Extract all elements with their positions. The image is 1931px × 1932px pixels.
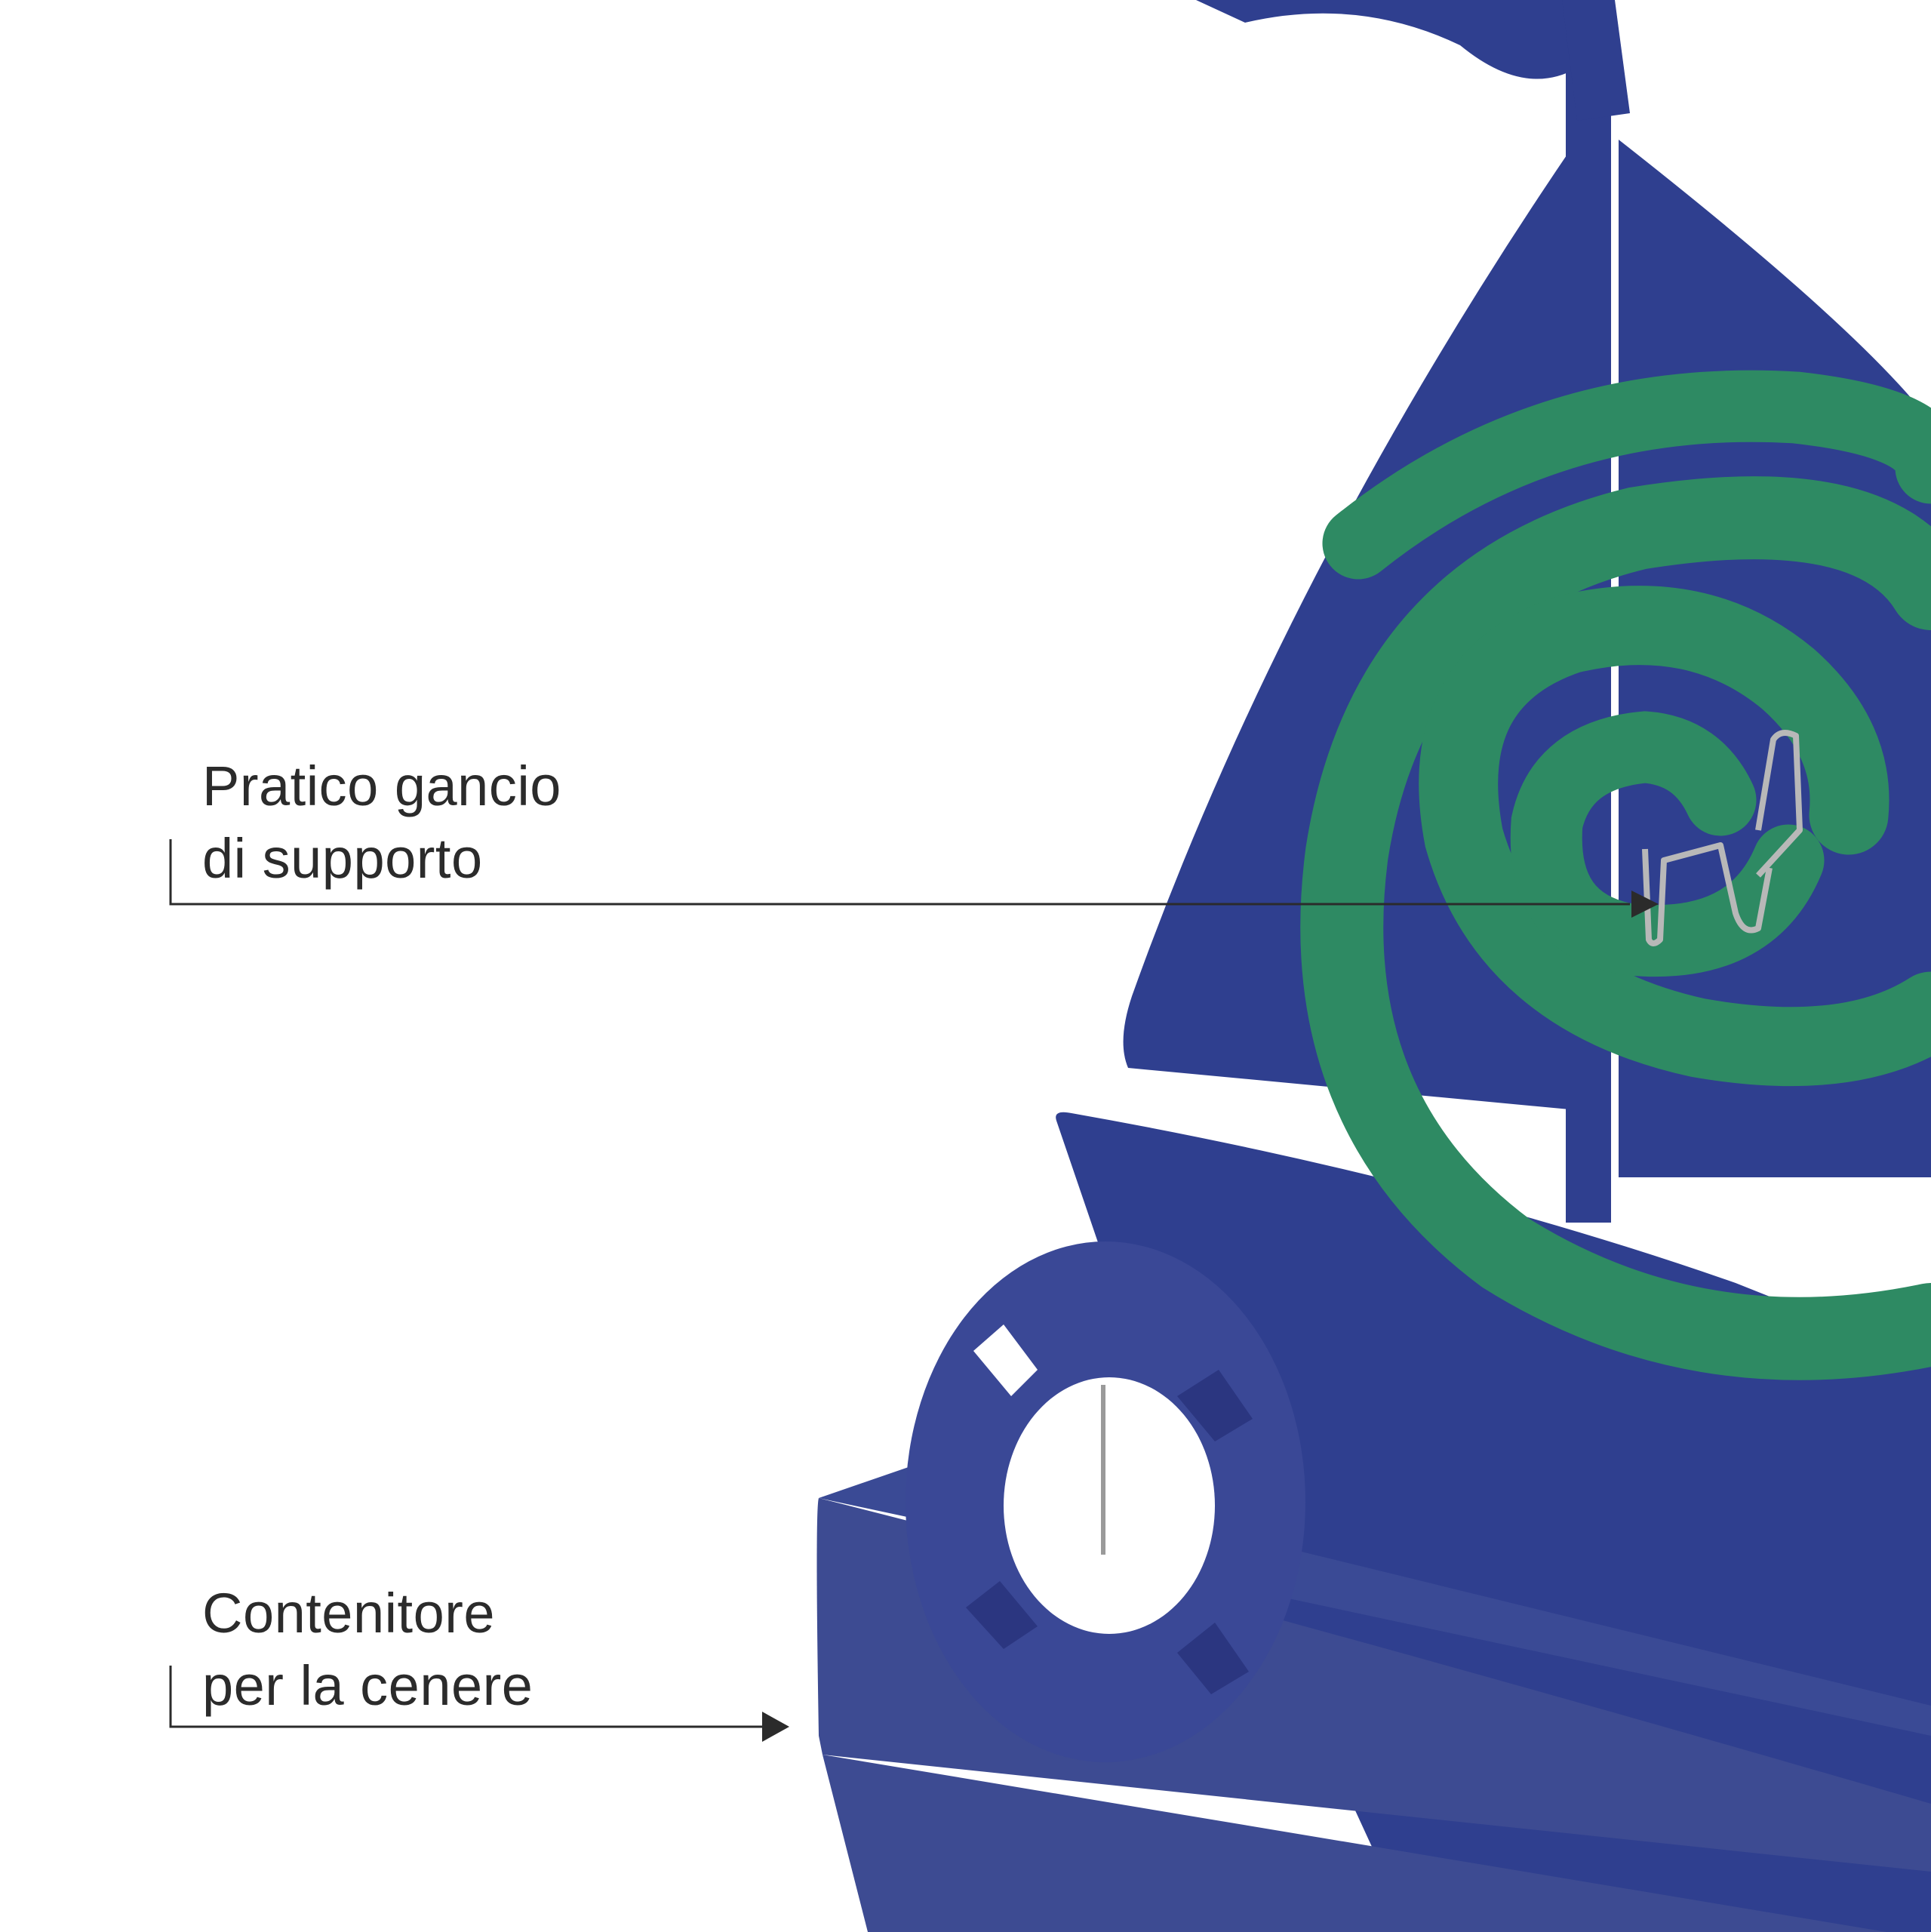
ash-callout-line1: Contenitore <box>202 1582 496 1644</box>
ash-callout-line2: per la cenere <box>202 1654 533 1717</box>
mast-top <box>1562 0 1630 121</box>
ash-callout-line <box>169 1666 762 1728</box>
hook-callout-line2: di supporto <box>202 827 483 890</box>
ash-tray-callout-label: Contenitore per la cenere <box>202 1577 533 1722</box>
top-flag <box>1196 0 1577 79</box>
support-hook <box>1642 730 1803 946</box>
hook-callout-line1: Pratico gancio <box>202 755 561 817</box>
life-ring <box>906 1241 1305 1762</box>
mosquito-coil <box>1300 370 1931 1380</box>
ash-tray-floor <box>823 1755 1886 1932</box>
hook-callout-label: Pratico gancio di supporto <box>202 750 561 895</box>
hook-callout-line <box>169 839 1630 906</box>
arrow-right-icon <box>762 1712 789 1742</box>
arrow-right-icon <box>1631 891 1659 918</box>
